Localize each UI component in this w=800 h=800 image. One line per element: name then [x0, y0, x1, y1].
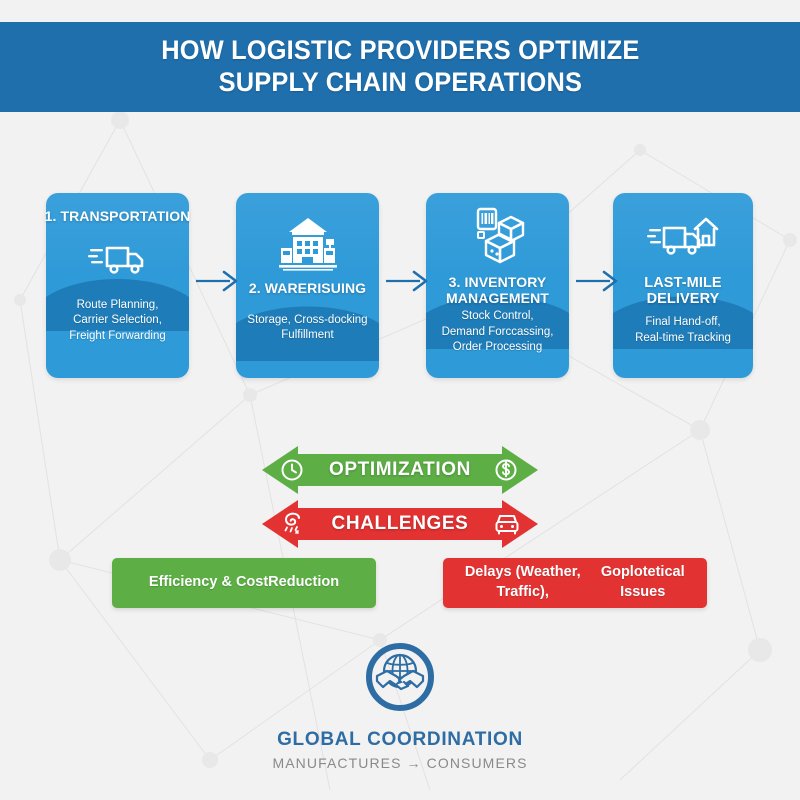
optimization-arrow-shape	[262, 446, 538, 494]
page-title-line-2: SUPPLY CHAIN OPERATIONS	[218, 67, 582, 97]
clock-icon	[280, 458, 304, 487]
footer-subtitle: MANUFACTURES → CONSUMERS	[272, 755, 528, 771]
page-title: HOW LOGISTIC PROVIDERS OPTIMIZE SUPPLY C…	[161, 35, 639, 99]
card-description-1: Route Planning,Carrier Selection,Freight…	[69, 298, 166, 342]
card-wave-divider-3	[426, 296, 569, 349]
arrow-right-icon-2	[386, 268, 432, 294]
storm-hurricane-icon	[280, 511, 306, 542]
card-background-1	[46, 193, 189, 378]
delivery-truck-icon	[87, 238, 148, 278]
car-front-icon	[494, 512, 520, 541]
footer-section: GLOBAL COORDINATION MANUFACTURES → CONSU…	[0, 640, 800, 771]
optimization-banner[interactable]: OPTIMIZATION	[262, 446, 538, 494]
card-wave-divider-1	[46, 279, 189, 331]
card-description-4: Final Hand-off,Real-time Tracking	[635, 316, 731, 344]
arrow-right-icon-1	[196, 268, 242, 294]
challenges-banner[interactable]: CHALLENGES	[262, 500, 538, 548]
arrow-right-icon-3	[576, 268, 622, 294]
challenges-arrow-shape	[262, 500, 538, 548]
footer-title: GLOBAL COORDINATION	[277, 729, 523, 750]
title-banner: HOW LOGISTIC PROVIDERS OPTIMIZE SUPPLY C…	[0, 22, 800, 112]
globe-handshake-icon	[363, 640, 437, 719]
card-background-4	[613, 193, 753, 378]
truck-house-delivery-icon	[647, 215, 719, 265]
card-title-2: 2. WARERISUING	[248, 280, 367, 296]
process-step-card-1[interactable]: 1. TRANSPORTATION Route Plannin	[44, 193, 191, 378]
barcode-scanner-box-icon	[468, 207, 528, 269]
card-wave-divider-2	[236, 306, 379, 361]
card-description-3: Stock Control,Demand Forccassing,Order P…	[441, 310, 554, 354]
card-wave-divider-4	[613, 296, 753, 349]
outcome-box-challenges[interactable]: Delays (Weather, Traffic),Goplotetical I…	[443, 558, 707, 608]
card-content-1: 1. TRANSPORTATION Route Plannin	[44, 193, 191, 378]
card-background-3	[426, 193, 569, 378]
dollar-coin-icon	[494, 458, 518, 487]
card-title-1: 1. TRANSPORTATION	[44, 208, 191, 224]
warehouse-building-icon	[277, 215, 339, 271]
page-title-line-1: HOW LOGISTIC PROVIDERS OPTIMIZE	[160, 35, 640, 66]
